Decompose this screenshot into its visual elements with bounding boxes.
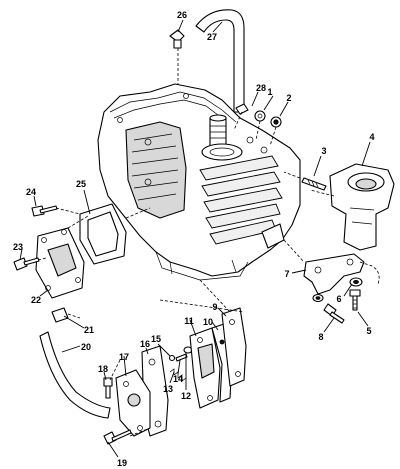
callout-15: 15: [151, 334, 161, 344]
fitting-21: [51, 307, 81, 323]
callout-16: 16: [140, 339, 150, 349]
callout-27: 27: [207, 32, 217, 42]
cover-9: [221, 307, 247, 387]
callout-12: 12: [181, 391, 191, 401]
bolt-23: [13, 257, 47, 271]
fitting-26: [169, 29, 185, 120]
callout-17: 17: [119, 352, 129, 362]
callout-23: 23: [13, 242, 23, 252]
callout-24: 24: [26, 187, 36, 197]
nut-1: [254, 110, 266, 122]
callout-25: 25: [76, 179, 86, 189]
assembly-line-d: [199, 279, 231, 313]
stud-3: [283, 171, 327, 191]
callout-22: 22: [31, 295, 41, 305]
callout-14: 14: [173, 374, 183, 384]
assembly-line-c: [129, 427, 151, 437]
callout-1: 1: [267, 87, 272, 97]
assembly-line-a: [159, 299, 245, 313]
washer-6: [349, 277, 363, 287]
manifold-4: [309, 163, 395, 251]
callout-9: 9: [212, 302, 217, 312]
washer-6b: [312, 293, 324, 303]
callout-13: 13: [163, 384, 173, 394]
callout-28: 28: [256, 83, 266, 93]
callout-2: 2: [286, 93, 291, 103]
cover-plate-22: [35, 215, 89, 299]
bracket-7: [283, 239, 380, 295]
bolt-24: [31, 205, 81, 217]
leader-lines: [19, 19, 371, 458]
pin-14: [175, 353, 188, 362]
gasket-25: [79, 203, 151, 265]
screw-19: [103, 429, 132, 445]
callout-3: 3: [321, 146, 326, 156]
callout-11: 11: [184, 316, 194, 326]
ball-15: [168, 354, 176, 362]
callout-6: 6: [336, 294, 341, 304]
spring-13: [169, 368, 187, 382]
callout-21: 21: [84, 325, 94, 335]
engine-powerhead-block: [97, 83, 301, 281]
assembly-line-b: [109, 359, 121, 381]
hose-20: [39, 331, 111, 419]
callout-8: 8: [318, 332, 323, 342]
callout-19: 19: [117, 458, 127, 468]
bolt-5: [349, 289, 361, 311]
callout-4: 4: [369, 132, 374, 142]
bolt-8: [323, 303, 345, 324]
bolt-28: [233, 103, 249, 131]
callout-26: 26: [177, 10, 187, 20]
washer-2: [255, 116, 282, 147]
callout-7: 7: [284, 269, 289, 279]
callout-18: 18: [98, 364, 108, 374]
callout-5: 5: [366, 326, 371, 336]
callout-10: 10: [203, 317, 213, 327]
callout-20: 20: [81, 342, 91, 352]
screw-18: [103, 377, 113, 399]
